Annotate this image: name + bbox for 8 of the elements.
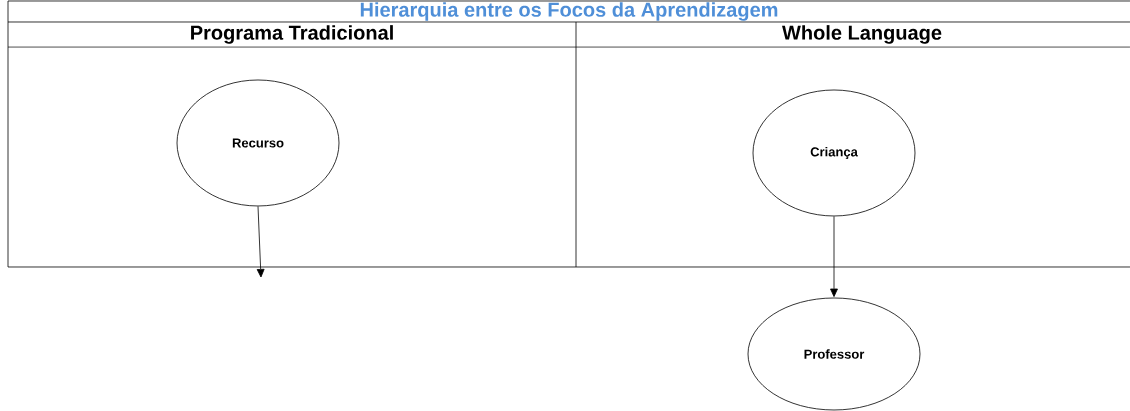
arrow xyxy=(256,206,265,278)
column-header: Programa Tradicional xyxy=(191,25,393,44)
column-header: Whole Language xyxy=(782,25,942,44)
title: Hierarquia entre os Focos da Aprendizagem xyxy=(360,2,778,21)
ellipse-node: Recurso xyxy=(176,79,340,207)
arrow xyxy=(830,216,838,297)
ellipse-node: Criança xyxy=(752,89,916,217)
ellipse-node: Professor xyxy=(747,297,921,411)
